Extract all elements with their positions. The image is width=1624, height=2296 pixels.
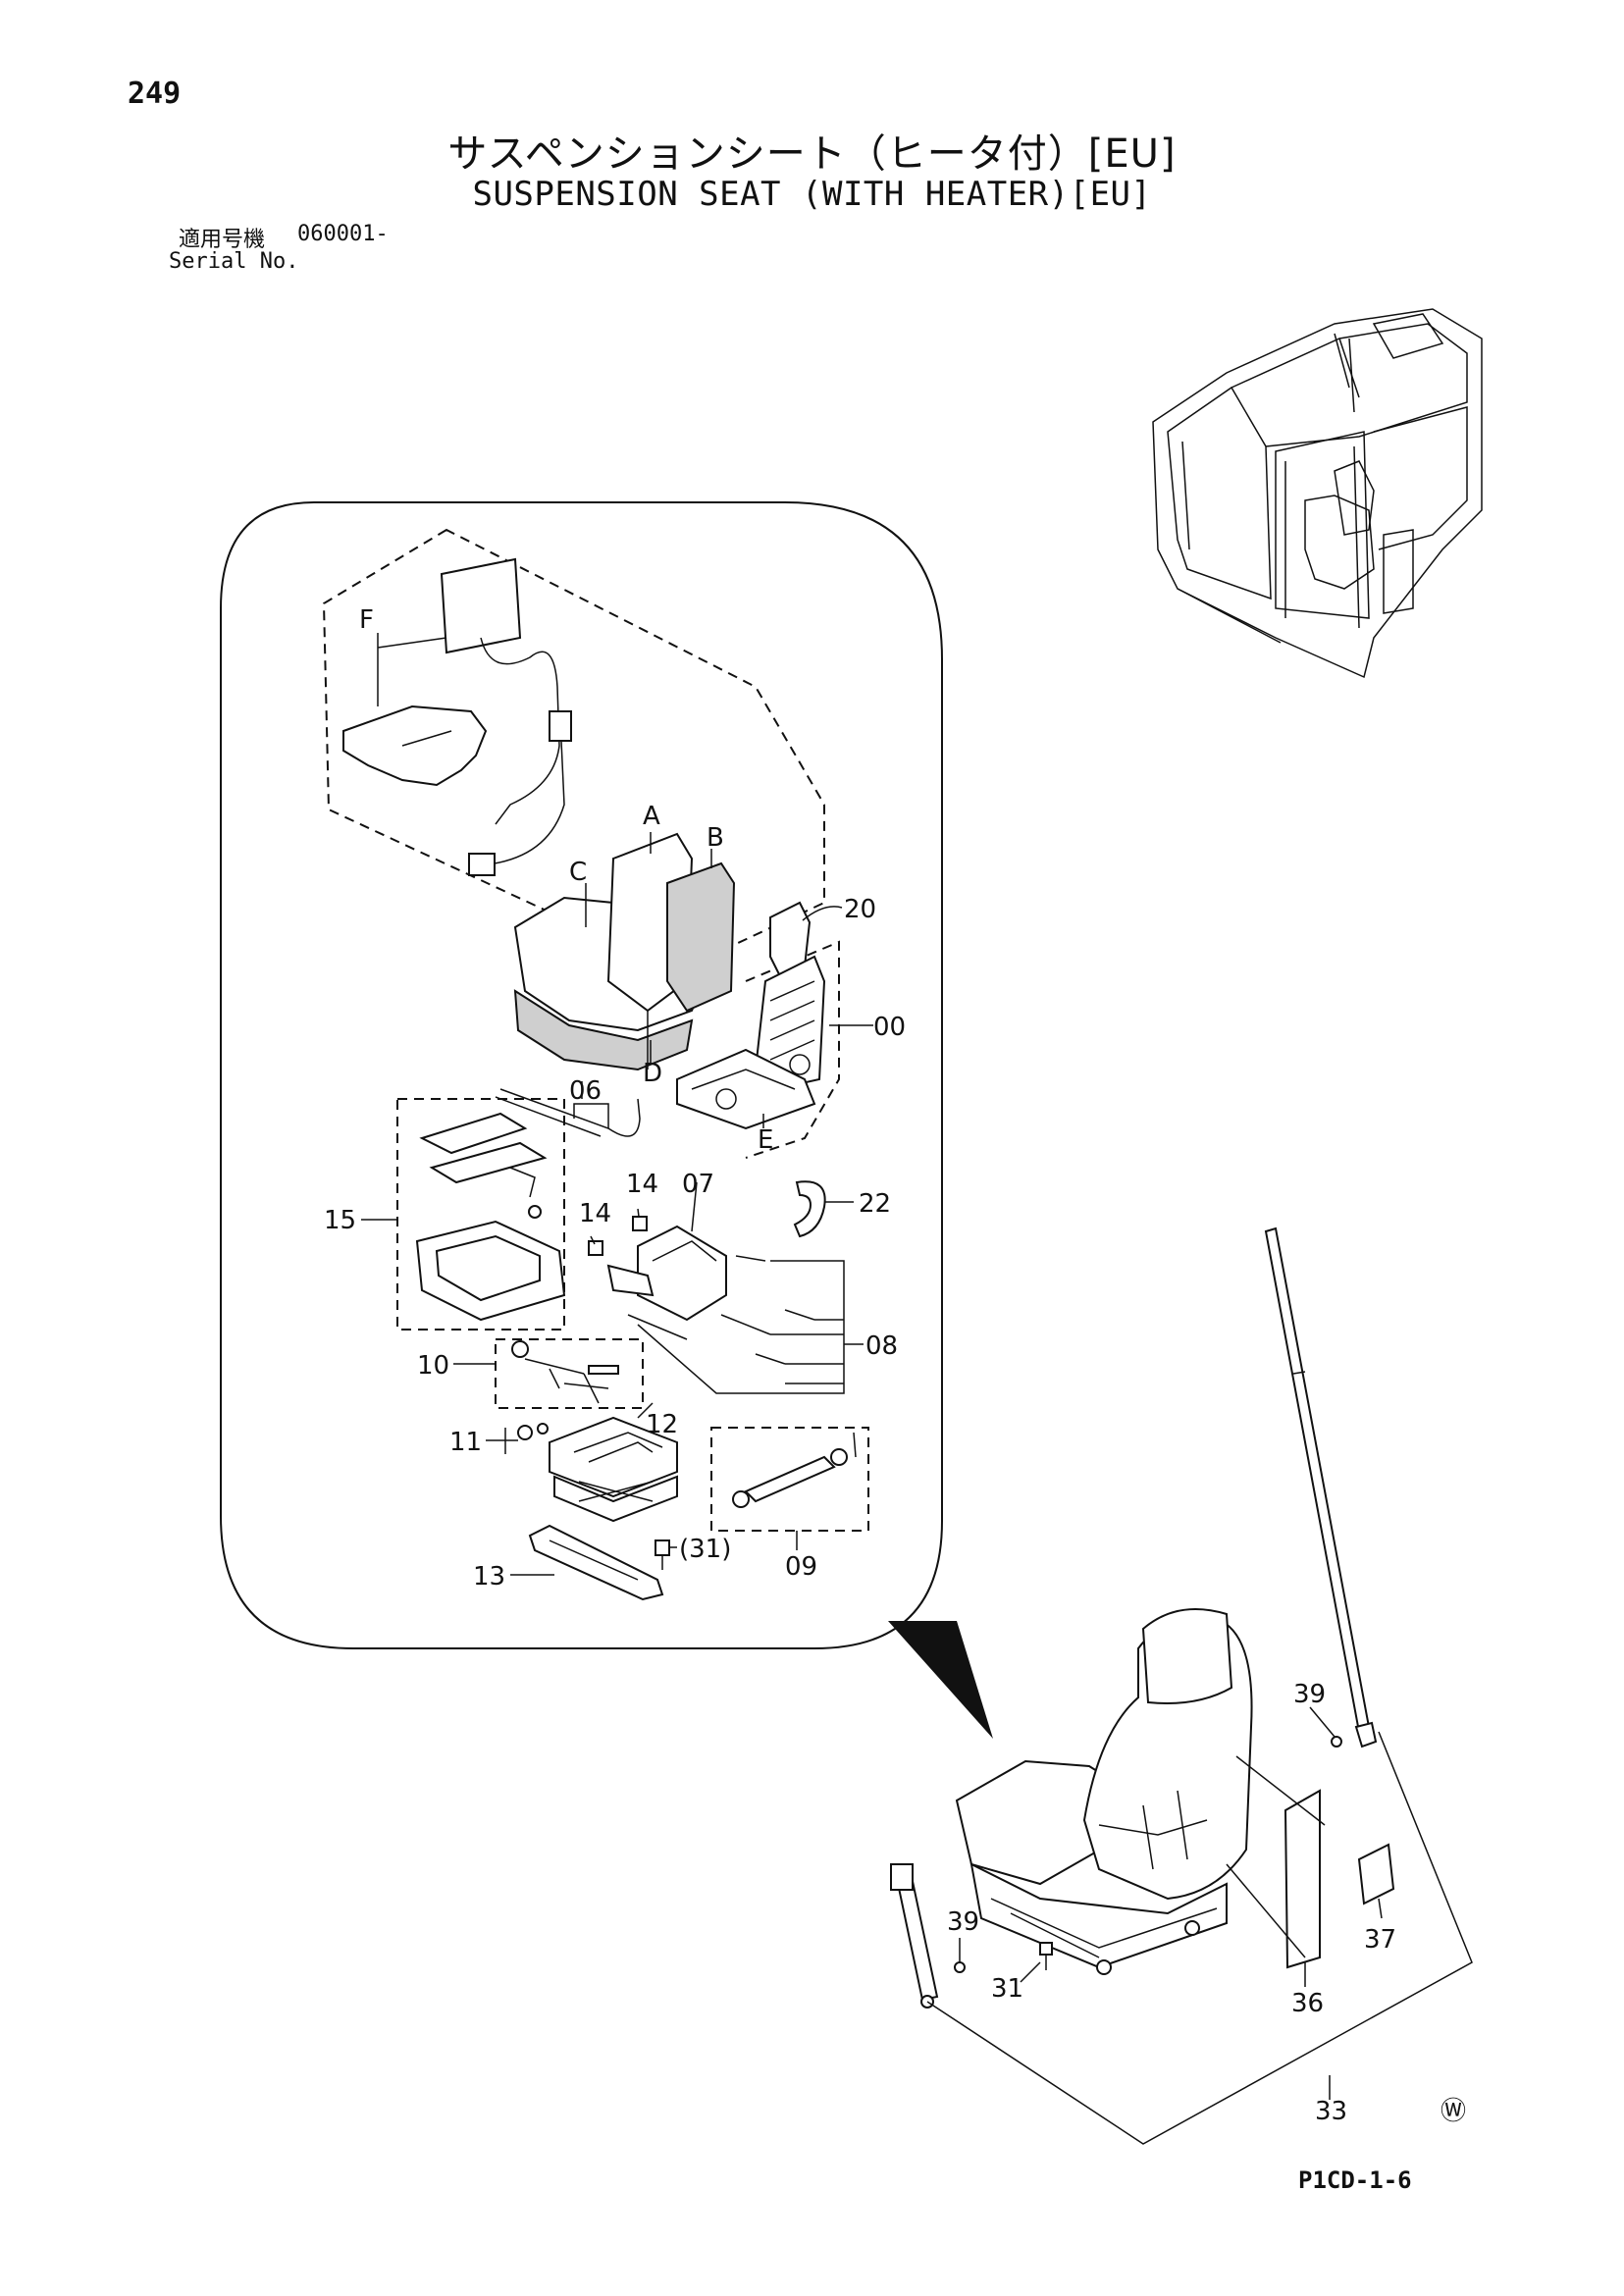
callout-09: 09 bbox=[785, 1552, 817, 1582]
callout-06: 06 bbox=[569, 1076, 602, 1106]
callout-31: 31 bbox=[991, 1974, 1023, 2004]
callout-36: 36 bbox=[1291, 1989, 1324, 2018]
callout-15: 15 bbox=[324, 1206, 356, 1235]
callout-39-upper: 39 bbox=[1293, 1680, 1326, 1709]
page-title-english: SUSPENSION SEAT (WITH HEATER)[EU] bbox=[472, 175, 1152, 214]
callout-11: 11 bbox=[449, 1428, 482, 1457]
harness-06 bbox=[495, 1088, 641, 1137]
group-10-outline bbox=[495, 1338, 644, 1409]
figure-code: P1CD-1-6 bbox=[1298, 2166, 1412, 2194]
callout-F: F bbox=[359, 605, 374, 635]
cab-illustration bbox=[1152, 308, 1483, 679]
serial-label-japanese: 適用号機 bbox=[179, 228, 266, 252]
panel-37 bbox=[1357, 1843, 1395, 1905]
callout-13: 13 bbox=[473, 1562, 505, 1592]
heater-pad bbox=[342, 557, 572, 876]
callout-C: C bbox=[569, 858, 587, 887]
washer-39-lower bbox=[954, 1961, 966, 1973]
slide-rail-group-outline bbox=[396, 1098, 565, 1331]
mechanism-07 bbox=[588, 1216, 815, 1365]
callout-00: 00 bbox=[873, 1013, 906, 1042]
page-title-japanese: サスペンションシート（ヒータ付）[EU] bbox=[447, 131, 1177, 177]
heater-group-outline bbox=[322, 528, 825, 973]
washer-39-upper bbox=[1331, 1736, 1342, 1748]
damper-09 bbox=[732, 1432, 857, 1508]
page-number: 249 bbox=[128, 77, 182, 111]
callout-07: 07 bbox=[682, 1170, 714, 1199]
bracket-22 bbox=[793, 1180, 826, 1238]
damper-group-outline bbox=[710, 1427, 869, 1532]
seat-frame bbox=[676, 901, 826, 1130]
serial-label-english: Serial No. bbox=[169, 249, 299, 274]
callout-10: 10 bbox=[417, 1351, 449, 1381]
lever-13 bbox=[528, 1524, 664, 1601]
callout-31-detail: (31) bbox=[679, 1535, 731, 1564]
callout-39-lower: 39 bbox=[947, 1907, 979, 1937]
seat-belt-buckle bbox=[890, 1863, 939, 2009]
callout-14b: 14 bbox=[626, 1170, 658, 1199]
callout-A: A bbox=[643, 802, 660, 831]
callout-D: D bbox=[643, 1059, 662, 1088]
detail-frame bbox=[220, 501, 943, 1649]
group-10 bbox=[511, 1340, 619, 1404]
panel-36 bbox=[1283, 1789, 1321, 1969]
serial-number-value: 060001- bbox=[297, 222, 389, 246]
callout-14a: 14 bbox=[579, 1199, 611, 1228]
callout-labels: F A B C D E 20 00 06 14 14 07 15 22 08 1… bbox=[324, 605, 1466, 2126]
detail-pointer bbox=[888, 1621, 993, 1739]
suspension-base-12 bbox=[549, 1416, 678, 1523]
callout-22: 22 bbox=[859, 1189, 891, 1219]
springs-08 bbox=[637, 1260, 845, 1394]
assembled-seat bbox=[955, 1608, 1253, 1975]
bolt-31-detail bbox=[655, 1539, 670, 1570]
leader-lines bbox=[361, 633, 1473, 2145]
callout-08: 08 bbox=[865, 1331, 898, 1361]
bolts-11 bbox=[504, 1423, 549, 1454]
callout-33: 33 bbox=[1315, 2097, 1347, 2126]
seat-cushion-assembly bbox=[513, 832, 736, 1071]
bolt-31 bbox=[1039, 1942, 1053, 1970]
callout-E: E bbox=[758, 1125, 773, 1155]
w-mark: Ⓦ bbox=[1441, 2097, 1466, 2126]
seat-belt-rail bbox=[1264, 1226, 1378, 1748]
callout-20: 20 bbox=[844, 895, 876, 924]
slide-rails bbox=[415, 1112, 566, 1322]
seat-frame-outline bbox=[745, 940, 840, 1159]
callout-37: 37 bbox=[1364, 1925, 1396, 1955]
callout-B: B bbox=[707, 823, 724, 853]
callout-12: 12 bbox=[646, 1410, 678, 1439]
